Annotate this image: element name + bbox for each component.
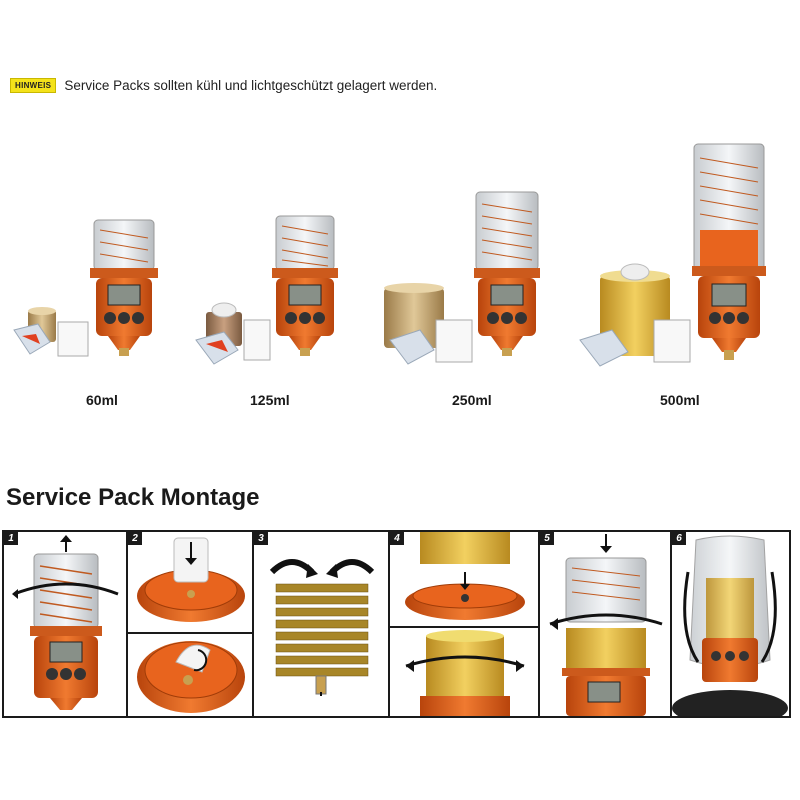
- step-4-illustration: [405, 532, 525, 716]
- set-250ml: [384, 191, 540, 365]
- step-5: 5: [540, 532, 672, 716]
- size-label-125ml: 125ml: [250, 392, 290, 408]
- size-label-60ml: 60ml: [86, 392, 118, 408]
- step-number: 2: [128, 532, 142, 545]
- step-6-illustration: [672, 535, 788, 716]
- step-3-illustration: [269, 559, 375, 696]
- step-3: 3: [254, 532, 390, 716]
- step-number: 6: [672, 532, 686, 545]
- step-1: 1: [4, 532, 128, 716]
- notice-badge: HINWEIS: [10, 78, 57, 93]
- notice-text: Service Packs sollten kühl und lichtgesc…: [64, 78, 438, 93]
- step-1-illustration: [12, 535, 119, 710]
- set-125ml: [195, 215, 338, 365]
- set-60ml: [13, 219, 158, 357]
- step-5-illustration: [549, 534, 663, 716]
- product-lineup-illustration: [13, 143, 766, 367]
- storage-notice: HINWEIS Service Packs sollten kühl und l…: [10, 78, 437, 93]
- step-number: 3: [254, 532, 268, 545]
- step-2-illustration: [137, 537, 245, 713]
- step-4: 4: [390, 532, 540, 716]
- step-2: 2: [128, 532, 254, 716]
- step-6: 6: [672, 532, 789, 716]
- step-2-divider: [128, 632, 252, 634]
- step-number: 1: [4, 532, 18, 545]
- montage-steps: 1 2 3: [2, 530, 791, 718]
- step-number: 4: [390, 532, 404, 545]
- step-number: 5: [540, 532, 554, 545]
- size-label-500ml: 500ml: [660, 392, 700, 408]
- step-4-divider: [390, 626, 538, 628]
- section-title: Service Pack Montage: [6, 484, 260, 511]
- size-label-250ml: 250ml: [452, 392, 492, 408]
- set-500ml: [579, 143, 766, 367]
